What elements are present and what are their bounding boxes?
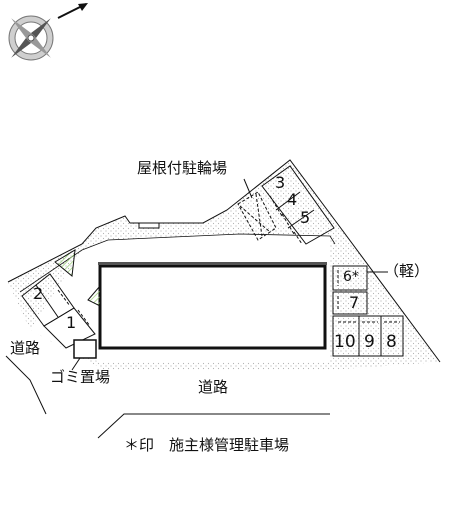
north-arrow-icon (57, 3, 88, 19)
garbage-area (73, 339, 97, 359)
kei-note: （軽） (384, 262, 430, 280)
planting-area (87, 284, 101, 307)
planting-area (54, 249, 76, 277)
bicycle-parking-label: 屋根付駐輪場 (137, 159, 228, 177)
parking-stalls-right (332, 265, 388, 315)
parking-number-3: 3 (275, 173, 286, 192)
road-lines (5, 355, 330, 439)
parking-stalls-left (21, 273, 96, 349)
road-label-bottom: 道路 (198, 378, 229, 396)
legend: ＊印 施主様管理駐車場 (124, 436, 290, 454)
parking-stalls-bottom (332, 315, 404, 357)
parking-number-9: 9 (364, 332, 375, 352)
garbage-label: ゴミ置場 (50, 368, 111, 386)
parking-number-4: 4 (287, 190, 298, 209)
parking-number-8: 8 (386, 332, 397, 352)
parking-number-10: 10 (334, 332, 356, 352)
parking-number-1: 1 (66, 313, 77, 332)
parking-stalls-upper (261, 165, 335, 245)
building (98, 264, 327, 350)
parking-number-2: 2 (33, 284, 44, 303)
parking-number-6: 6* (343, 269, 359, 285)
parking-number-5: 5 (300, 208, 311, 227)
parking-number-7: 7 (349, 293, 360, 312)
road-label-left: 道路 (10, 339, 41, 357)
compass-rose-icon (8, 15, 54, 61)
wall-vent (138, 222, 160, 229)
